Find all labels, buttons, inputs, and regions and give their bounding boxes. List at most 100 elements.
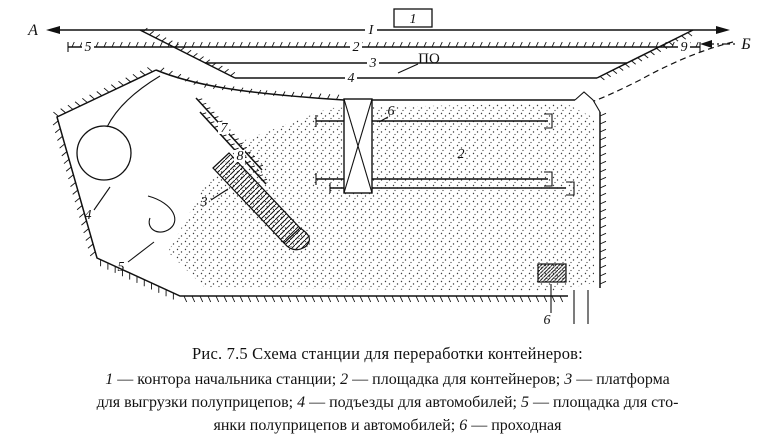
tie-tick: [624, 63, 630, 68]
endpoint-a-label: А: [27, 22, 38, 39]
tie-tick: [599, 168, 607, 173]
track8-label: 8: [237, 149, 244, 164]
track2-label: 2: [353, 40, 360, 55]
tie-tick: [89, 251, 96, 257]
tie-tick: [511, 295, 516, 303]
tie-tick: [95, 41, 99, 48]
track7-label-bg: [218, 122, 229, 134]
tie-tick: [335, 94, 340, 100]
tie-tick: [234, 147, 239, 151]
b-direction-arrow-icon: [700, 40, 712, 48]
tie-tick: [125, 77, 131, 83]
tie-tick: [155, 34, 161, 39]
tie-tick: [174, 43, 179, 48]
tie-tick: [615, 41, 619, 48]
tie-tick: [599, 76, 605, 81]
tie-tick: [662, 44, 668, 49]
tie-tick: [583, 41, 587, 48]
tie-tick: [415, 41, 419, 48]
tie-tick: [71, 41, 75, 48]
tie-tick: [643, 54, 649, 59]
tie-tick: [250, 155, 256, 159]
legend-text: — площадка для контейнеров;: [348, 371, 565, 388]
tie-tick: [167, 40, 173, 45]
tie-tick: [391, 41, 395, 48]
tie-tick: [191, 41, 195, 48]
track6-label: 6: [388, 104, 395, 119]
legend-text: — контора начальника станции;: [113, 371, 341, 388]
tie-tick: [191, 295, 196, 303]
right-throat-switch: [596, 29, 694, 79]
tie-tick: [668, 41, 674, 46]
tie-tick: [375, 41, 379, 48]
tie-tick: [271, 41, 275, 48]
tie-tick: [239, 295, 244, 303]
tie-tick: [317, 93, 322, 99]
tie-tick: [217, 65, 223, 70]
tie-tick: [551, 295, 556, 303]
tie-tick: [447, 41, 451, 48]
legend-text: — подъезды для автомобилей;: [305, 394, 521, 411]
tie-tick: [599, 264, 607, 269]
tie-tick: [300, 92, 304, 98]
tie-tick: [135, 41, 139, 48]
tie-tick: [239, 87, 244, 93]
tie-tick: [70, 182, 76, 187]
track5-label: 5: [85, 40, 92, 55]
tie-tick: [52, 120, 59, 126]
tie-tick: [264, 90, 268, 96]
tie-tick: [211, 62, 217, 67]
tie-tick: [591, 41, 595, 48]
container-area-label: 2: [458, 147, 465, 162]
tie-tick: [149, 30, 154, 36]
tie-tick: [511, 41, 515, 48]
legend-num: 3: [564, 371, 573, 388]
track4-label-bg: [345, 72, 357, 84]
tie-tick: [567, 41, 571, 48]
tie-tick: [309, 92, 313, 99]
tie-tick: [618, 66, 624, 71]
figure-legend: 1 — контора начальника станции; 2 — площ…: [0, 368, 775, 437]
tie-tick: [303, 295, 308, 303]
tie-tick: [234, 138, 239, 141]
gantry-crane-symbol: [343, 98, 373, 194]
legend-line-1: 1 — контора начальника станции; 2 — площ…: [0, 368, 775, 391]
tie-tick: [201, 112, 207, 115]
legend-num: 6: [459, 417, 468, 434]
tie-tick: [311, 41, 315, 48]
tie-tick: [176, 73, 182, 79]
tie-tick: [192, 53, 198, 58]
tie-tick: [599, 224, 607, 229]
tie-tick: [471, 41, 475, 48]
tie-tick: [327, 41, 331, 48]
tie-tick: [519, 295, 524, 303]
tie-tick: [258, 174, 264, 177]
tie-tick: [230, 143, 235, 146]
tie-tick: [599, 208, 607, 213]
tie-tick: [193, 80, 198, 85]
tie-tick: [72, 189, 79, 195]
tie-tick: [215, 295, 220, 303]
tie-tick: [399, 295, 404, 303]
tie-tick: [223, 41, 227, 48]
legend-line-2: для выгрузки полуприцепов; 4 — подъезды …: [0, 391, 775, 414]
figure-caption-title: Рис. 7.5 Схема станции для переработки к…: [192, 344, 583, 363]
endpoint-b-label: Б: [740, 36, 751, 53]
tie-tick: [262, 178, 268, 181]
tie-tick: [383, 41, 387, 48]
tie-tick: [199, 41, 203, 48]
track4-label: 4: [348, 71, 355, 86]
tie-tick: [231, 41, 235, 48]
tie-tick: [230, 86, 235, 92]
tie-tick: [291, 91, 295, 98]
railway-tracks: [46, 26, 736, 102]
tie-tick: [63, 158, 70, 164]
tie-tick: [214, 125, 219, 128]
road-pointer: [93, 186, 111, 211]
tie-tick: [599, 144, 607, 149]
tie-tick: [649, 51, 655, 56]
tie-tick: [681, 35, 687, 40]
tie-tick: [479, 295, 484, 303]
tie-tick: [599, 232, 607, 237]
